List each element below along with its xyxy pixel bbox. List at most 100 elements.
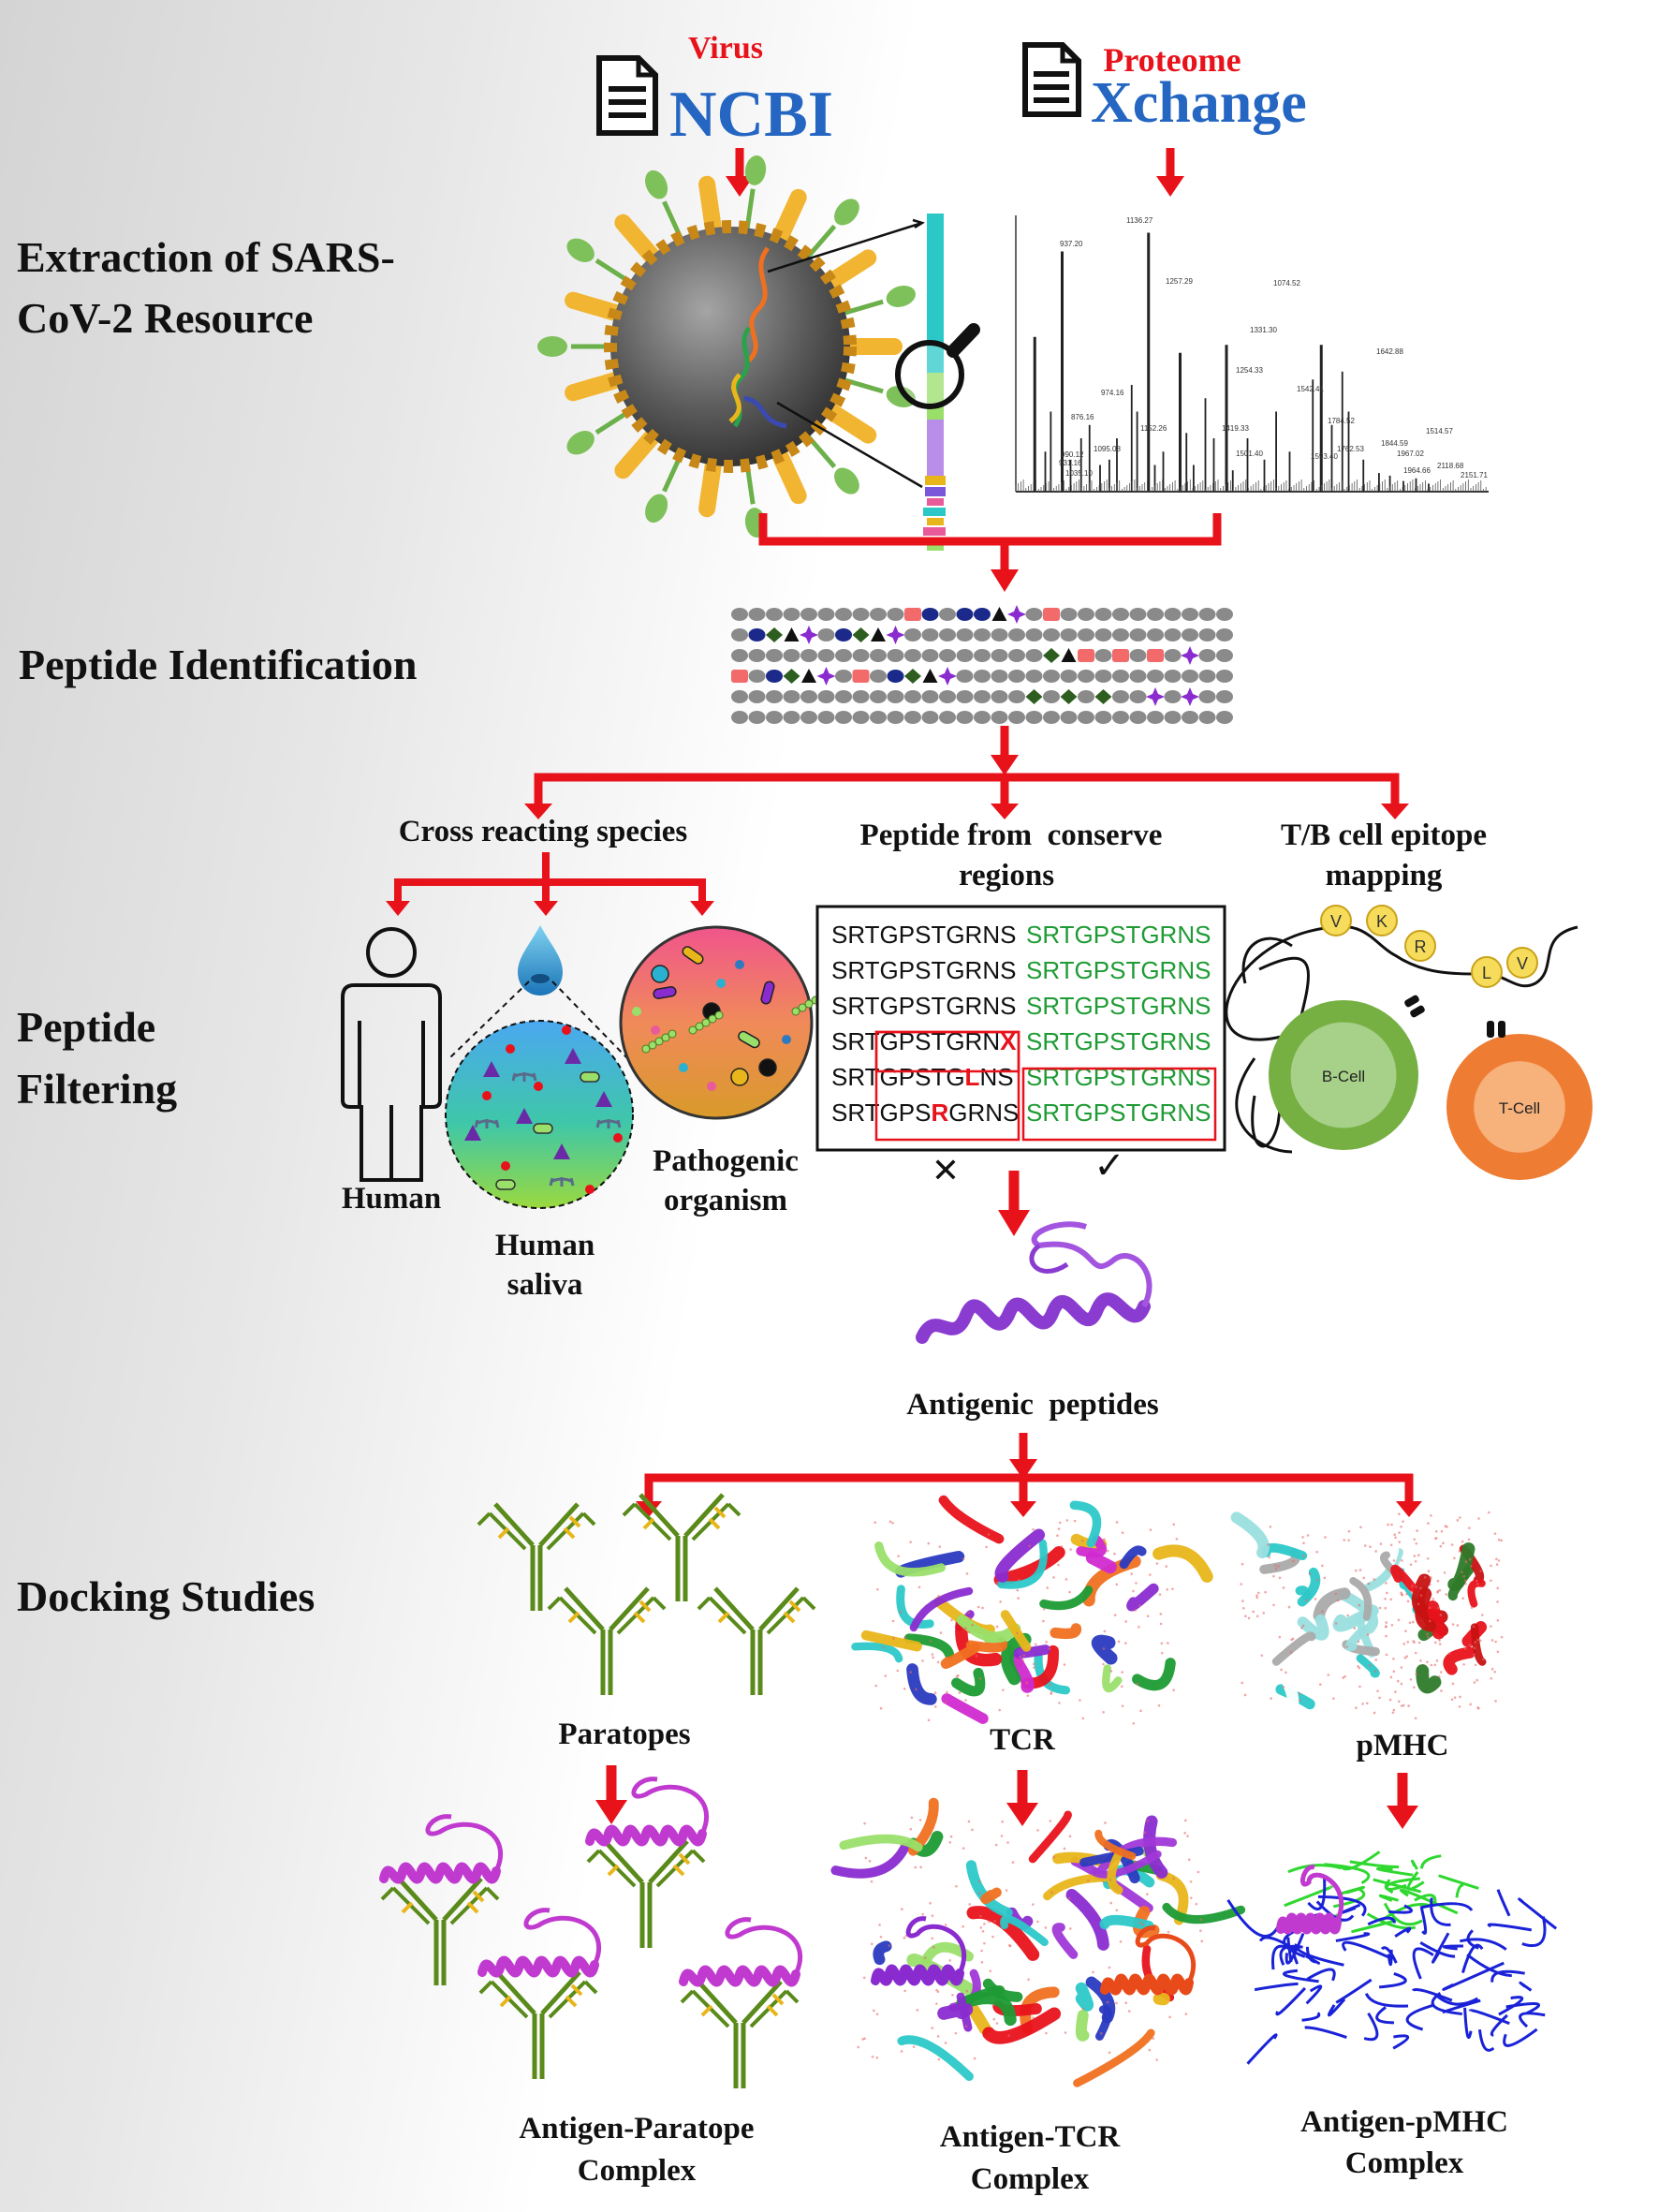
bcell-illustration: B-Cell — [1269, 995, 1425, 1150]
solvent-dot — [1477, 1517, 1480, 1520]
ribbon-strand — [965, 1860, 1013, 1918]
solvent-dot — [1152, 2037, 1155, 2040]
solvent-dot — [1300, 1626, 1303, 1630]
ribbon-strand — [1132, 1906, 1160, 1939]
ribbon-strand — [851, 1642, 903, 1663]
solvent-dot — [1292, 1559, 1295, 1563]
residue-blue — [956, 608, 974, 621]
solvent-dot — [862, 1976, 866, 1980]
spike-protein — [886, 285, 916, 307]
solvent-dot — [949, 1835, 953, 1838]
residue-oval — [904, 711, 921, 724]
ribbon-strand — [1076, 1535, 1107, 1558]
pathogen-chain — [695, 1022, 704, 1031]
ncbi-label: NCBI — [669, 79, 833, 151]
solvent-dot — [1324, 1536, 1327, 1539]
solvent-dot — [1398, 1531, 1401, 1534]
residue-oval — [835, 711, 852, 724]
mhc-strand — [1364, 1993, 1409, 2008]
pathogen-chain — [791, 1007, 800, 1016]
saliva-label-line1: Human — [495, 1229, 595, 1262]
mhc-strand — [1380, 1946, 1398, 1964]
solvent-dot — [1431, 1598, 1435, 1600]
conserved-highlight — [1021, 1067, 1217, 1142]
solvent-dot — [1103, 1630, 1107, 1633]
solvent-dot — [1357, 1640, 1360, 1644]
ribbon-strand — [1467, 1579, 1486, 1608]
solvent-dot — [903, 1636, 906, 1640]
solvent-dot — [1389, 1675, 1393, 1679]
solvent-dot — [1139, 1709, 1142, 1713]
pathogen-cell — [730, 1068, 749, 1086]
solvent-dot — [1132, 1589, 1135, 1593]
antibody-icon — [478, 1970, 598, 2079]
solvent-dot — [1438, 1588, 1442, 1592]
residue-oval — [1164, 608, 1182, 621]
solvent-dot — [927, 1541, 931, 1545]
solvent-dot — [1497, 1538, 1501, 1541]
solvent-dot — [1389, 1598, 1392, 1601]
residue-oval — [1043, 711, 1060, 724]
solvent-dot — [936, 1660, 940, 1664]
stage-extraction-line1: Extraction of SARS- — [17, 233, 395, 281]
mhc-strand — [1519, 1981, 1533, 1992]
solvent-dot — [1400, 1525, 1402, 1528]
solvent-dot — [978, 1892, 981, 1895]
spike-protein — [822, 249, 877, 290]
paratopes-label: Paratopes — [558, 1718, 690, 1751]
solvent-dot — [1005, 1889, 1008, 1892]
solvent-dot — [1493, 1670, 1497, 1674]
loop — [1299, 1865, 1344, 1924]
loop — [725, 1917, 803, 1976]
solvent-dot — [1476, 1583, 1479, 1585]
solvent-dot — [1336, 1599, 1340, 1602]
solvent-dot — [1268, 1556, 1271, 1559]
residue-star — [800, 626, 818, 644]
residue-star — [938, 667, 957, 686]
residue-oval — [852, 608, 870, 621]
solvent-dot — [1157, 1703, 1161, 1707]
residue-oval — [1060, 711, 1078, 724]
solvent-dot — [1496, 1600, 1499, 1603]
solvent-dot — [1195, 1902, 1198, 1906]
solvent-dot — [1408, 1621, 1412, 1625]
residue-oval — [870, 690, 887, 703]
mhc-strand — [1335, 1932, 1371, 1942]
solvent-dot — [1241, 1600, 1244, 1602]
solvent-dot — [1443, 1571, 1446, 1574]
peptide-grid — [731, 605, 1233, 724]
solvent-dot — [1073, 1519, 1077, 1523]
residue-triangle — [784, 627, 800, 641]
solvent-dot — [1115, 1521, 1119, 1524]
solvent-dot — [1384, 1597, 1387, 1600]
ribbon-strand — [860, 1630, 922, 1652]
mhc-strand — [1394, 1926, 1412, 1938]
mhc-strand — [1463, 2007, 1473, 2039]
solvent-dot — [1373, 1578, 1376, 1581]
solvent-dot — [1102, 1647, 1106, 1650]
residue-oval — [1198, 628, 1216, 641]
residue-oval — [1094, 628, 1112, 641]
residue-oval — [817, 711, 835, 724]
residue-oval — [1078, 670, 1094, 683]
ribbon-strand — [997, 1539, 1048, 1589]
mhc-strand — [1226, 1898, 1280, 1938]
solvent-dot — [1121, 1531, 1124, 1535]
solvent-dot — [980, 1949, 983, 1953]
mhc-strand — [1399, 1888, 1459, 1915]
solvent-dot — [979, 1926, 983, 1929]
residue-oval — [991, 649, 1008, 662]
ribbon-strand — [1162, 1902, 1246, 1924]
sequence-right: SRTGPSTGRNS — [1026, 1027, 1211, 1055]
solvent-dot — [892, 1637, 895, 1640]
solvent-dot — [1289, 1651, 1293, 1654]
solvent-dot — [1428, 1606, 1431, 1610]
solvent-dot — [1323, 1576, 1327, 1580]
antibody-icon — [586, 1839, 706, 1948]
solvent-dot — [903, 1937, 906, 1939]
solvent-dot — [1500, 1539, 1503, 1542]
saliva-particle — [464, 1125, 481, 1141]
mhc-strand — [1431, 1932, 1450, 1964]
solvent-dot — [1046, 1586, 1050, 1589]
stage-identification: Peptide Identification — [19, 641, 417, 688]
